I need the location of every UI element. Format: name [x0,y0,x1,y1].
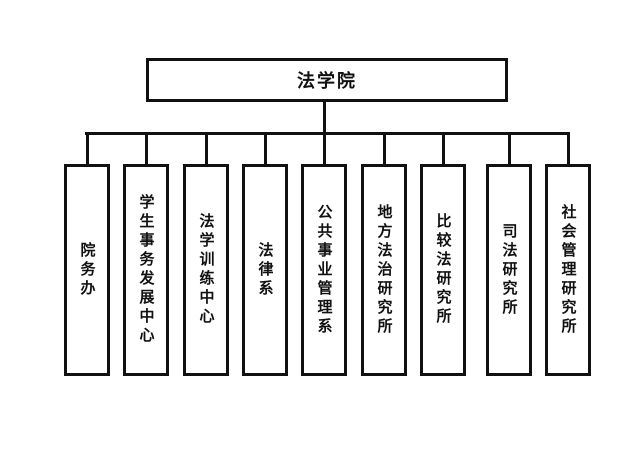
root-box: 法学院 [146,58,508,102]
unit-label: 比较法研究所 [434,213,453,327]
unit-box: 学生事务发展中心 [123,164,169,376]
unit-label: 院务办 [78,241,97,299]
drop-line [205,132,208,164]
root-label: 法学院 [297,71,357,92]
unit-box: 司法研究所 [486,164,532,376]
unit-label: 社会管理研究所 [559,203,578,337]
unit-box: 比较法研究所 [420,164,466,376]
unit-label: 学生事务发展中心 [137,194,156,346]
unit-label: 地方法治研究所 [375,203,394,337]
drop-line [383,132,386,164]
drop-line [508,132,511,164]
drop-line [264,132,267,164]
drop-line [567,132,570,164]
unit-box: 法学训练中心 [183,164,229,376]
drop-line [323,132,326,164]
horizontal-bus-line [85,132,570,135]
unit-label: 司法研究所 [500,222,519,318]
drop-line [145,132,148,164]
unit-box: 公共事业管理系 [301,164,347,376]
unit-box: 社会管理研究所 [545,164,591,376]
drop-line [442,132,445,164]
unit-label: 公共事业管理系 [315,203,334,337]
unit-label: 法学训练中心 [197,213,216,327]
unit-box: 法律系 [242,164,288,376]
drop-line [86,132,89,164]
root-stem-line [323,102,326,134]
unit-box: 地方法治研究所 [361,164,407,376]
unit-label: 法律系 [256,241,275,299]
unit-box: 院务办 [64,164,110,376]
